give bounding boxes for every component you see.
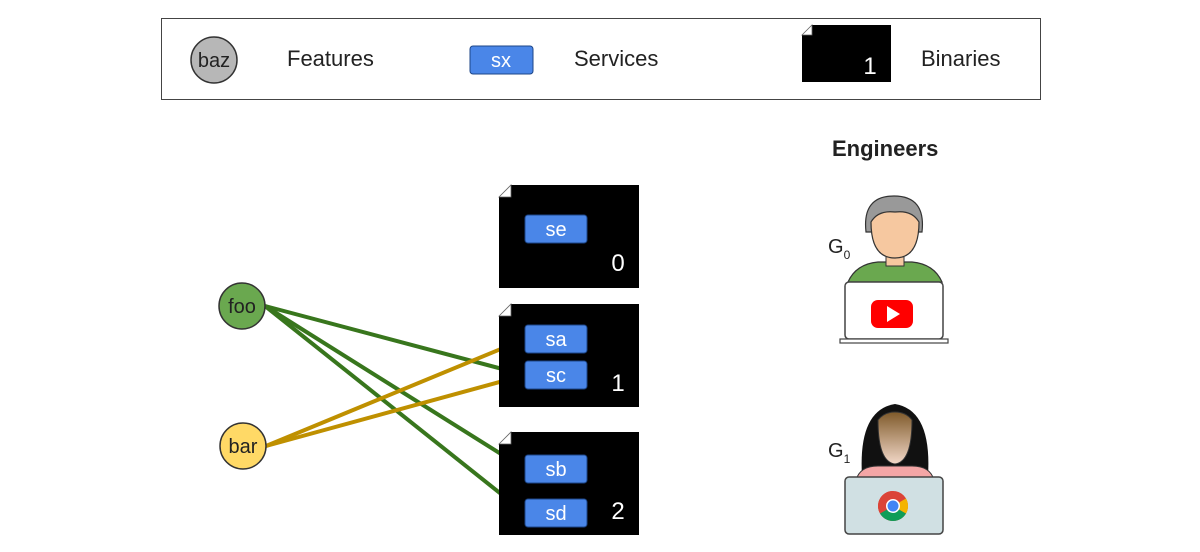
features-layer: foo bar xyxy=(218,282,267,470)
legend-services-label: Services xyxy=(574,46,659,71)
binary-0: se 0 xyxy=(498,184,639,288)
legend-features-label: Features xyxy=(287,46,374,71)
engineer-g0-letter: G xyxy=(828,236,844,258)
legend-box xyxy=(161,18,1041,100)
edge-bar-sa xyxy=(265,337,526,448)
legend-feature-sample: baz xyxy=(190,36,238,84)
service-sc: sc xyxy=(524,360,588,390)
binary-id-1: 1 xyxy=(611,370,624,397)
legend-service-sample: sx xyxy=(469,45,534,75)
engineer-g1-sub: 1 xyxy=(843,452,851,466)
engineer-g1-label: G1 xyxy=(828,440,850,466)
service-label-se: se xyxy=(545,219,566,241)
edge-foo-sc xyxy=(264,304,526,377)
edge-foo-sb xyxy=(263,304,527,471)
engineer-g1-letter: G xyxy=(828,440,844,462)
binaries-layer: se 0 sa sc 1 sb sd 2 xyxy=(498,184,639,535)
legend-feature-sample-text: baz xyxy=(198,50,230,72)
legend-binaries-label: Binaries xyxy=(921,46,1001,71)
engineer-g0-sub: 0 xyxy=(843,248,851,262)
engineers-title: Engineers xyxy=(832,136,939,161)
binary-1: sa sc 1 xyxy=(498,303,639,407)
service-sa: sa xyxy=(524,324,588,354)
engineer-g1-avatar xyxy=(844,404,944,535)
binary-id-0: 0 xyxy=(611,250,624,277)
youtube-icon xyxy=(871,300,913,328)
chrome-icon xyxy=(877,491,909,522)
feature-label-bar: bar xyxy=(229,436,258,458)
legend-binary-sample-text: 1 xyxy=(863,53,876,80)
engineer-g0-label: G0 xyxy=(828,236,850,262)
feature-bar: bar xyxy=(219,422,267,470)
service-label-sd: sd xyxy=(545,503,566,525)
legend-binary-sample: 1 xyxy=(801,24,891,82)
service-label-sb: sb xyxy=(545,459,566,481)
service-sb: sb xyxy=(524,454,588,484)
edge-bar-sc xyxy=(265,373,526,448)
service-sd: sd xyxy=(524,498,588,528)
binary-id-2: 2 xyxy=(611,498,624,525)
service-label-sc: sc xyxy=(546,365,566,387)
edges-layer xyxy=(263,304,527,515)
service-se: se xyxy=(524,214,588,244)
service-label-sa: sa xyxy=(545,329,567,351)
feature-label-foo: foo xyxy=(228,296,256,318)
engineer-g0-avatar xyxy=(839,195,949,344)
binary-2: sb sd 2 xyxy=(498,431,639,535)
legend-service-sample-text: sx xyxy=(491,50,511,72)
feature-foo: foo xyxy=(218,282,266,330)
